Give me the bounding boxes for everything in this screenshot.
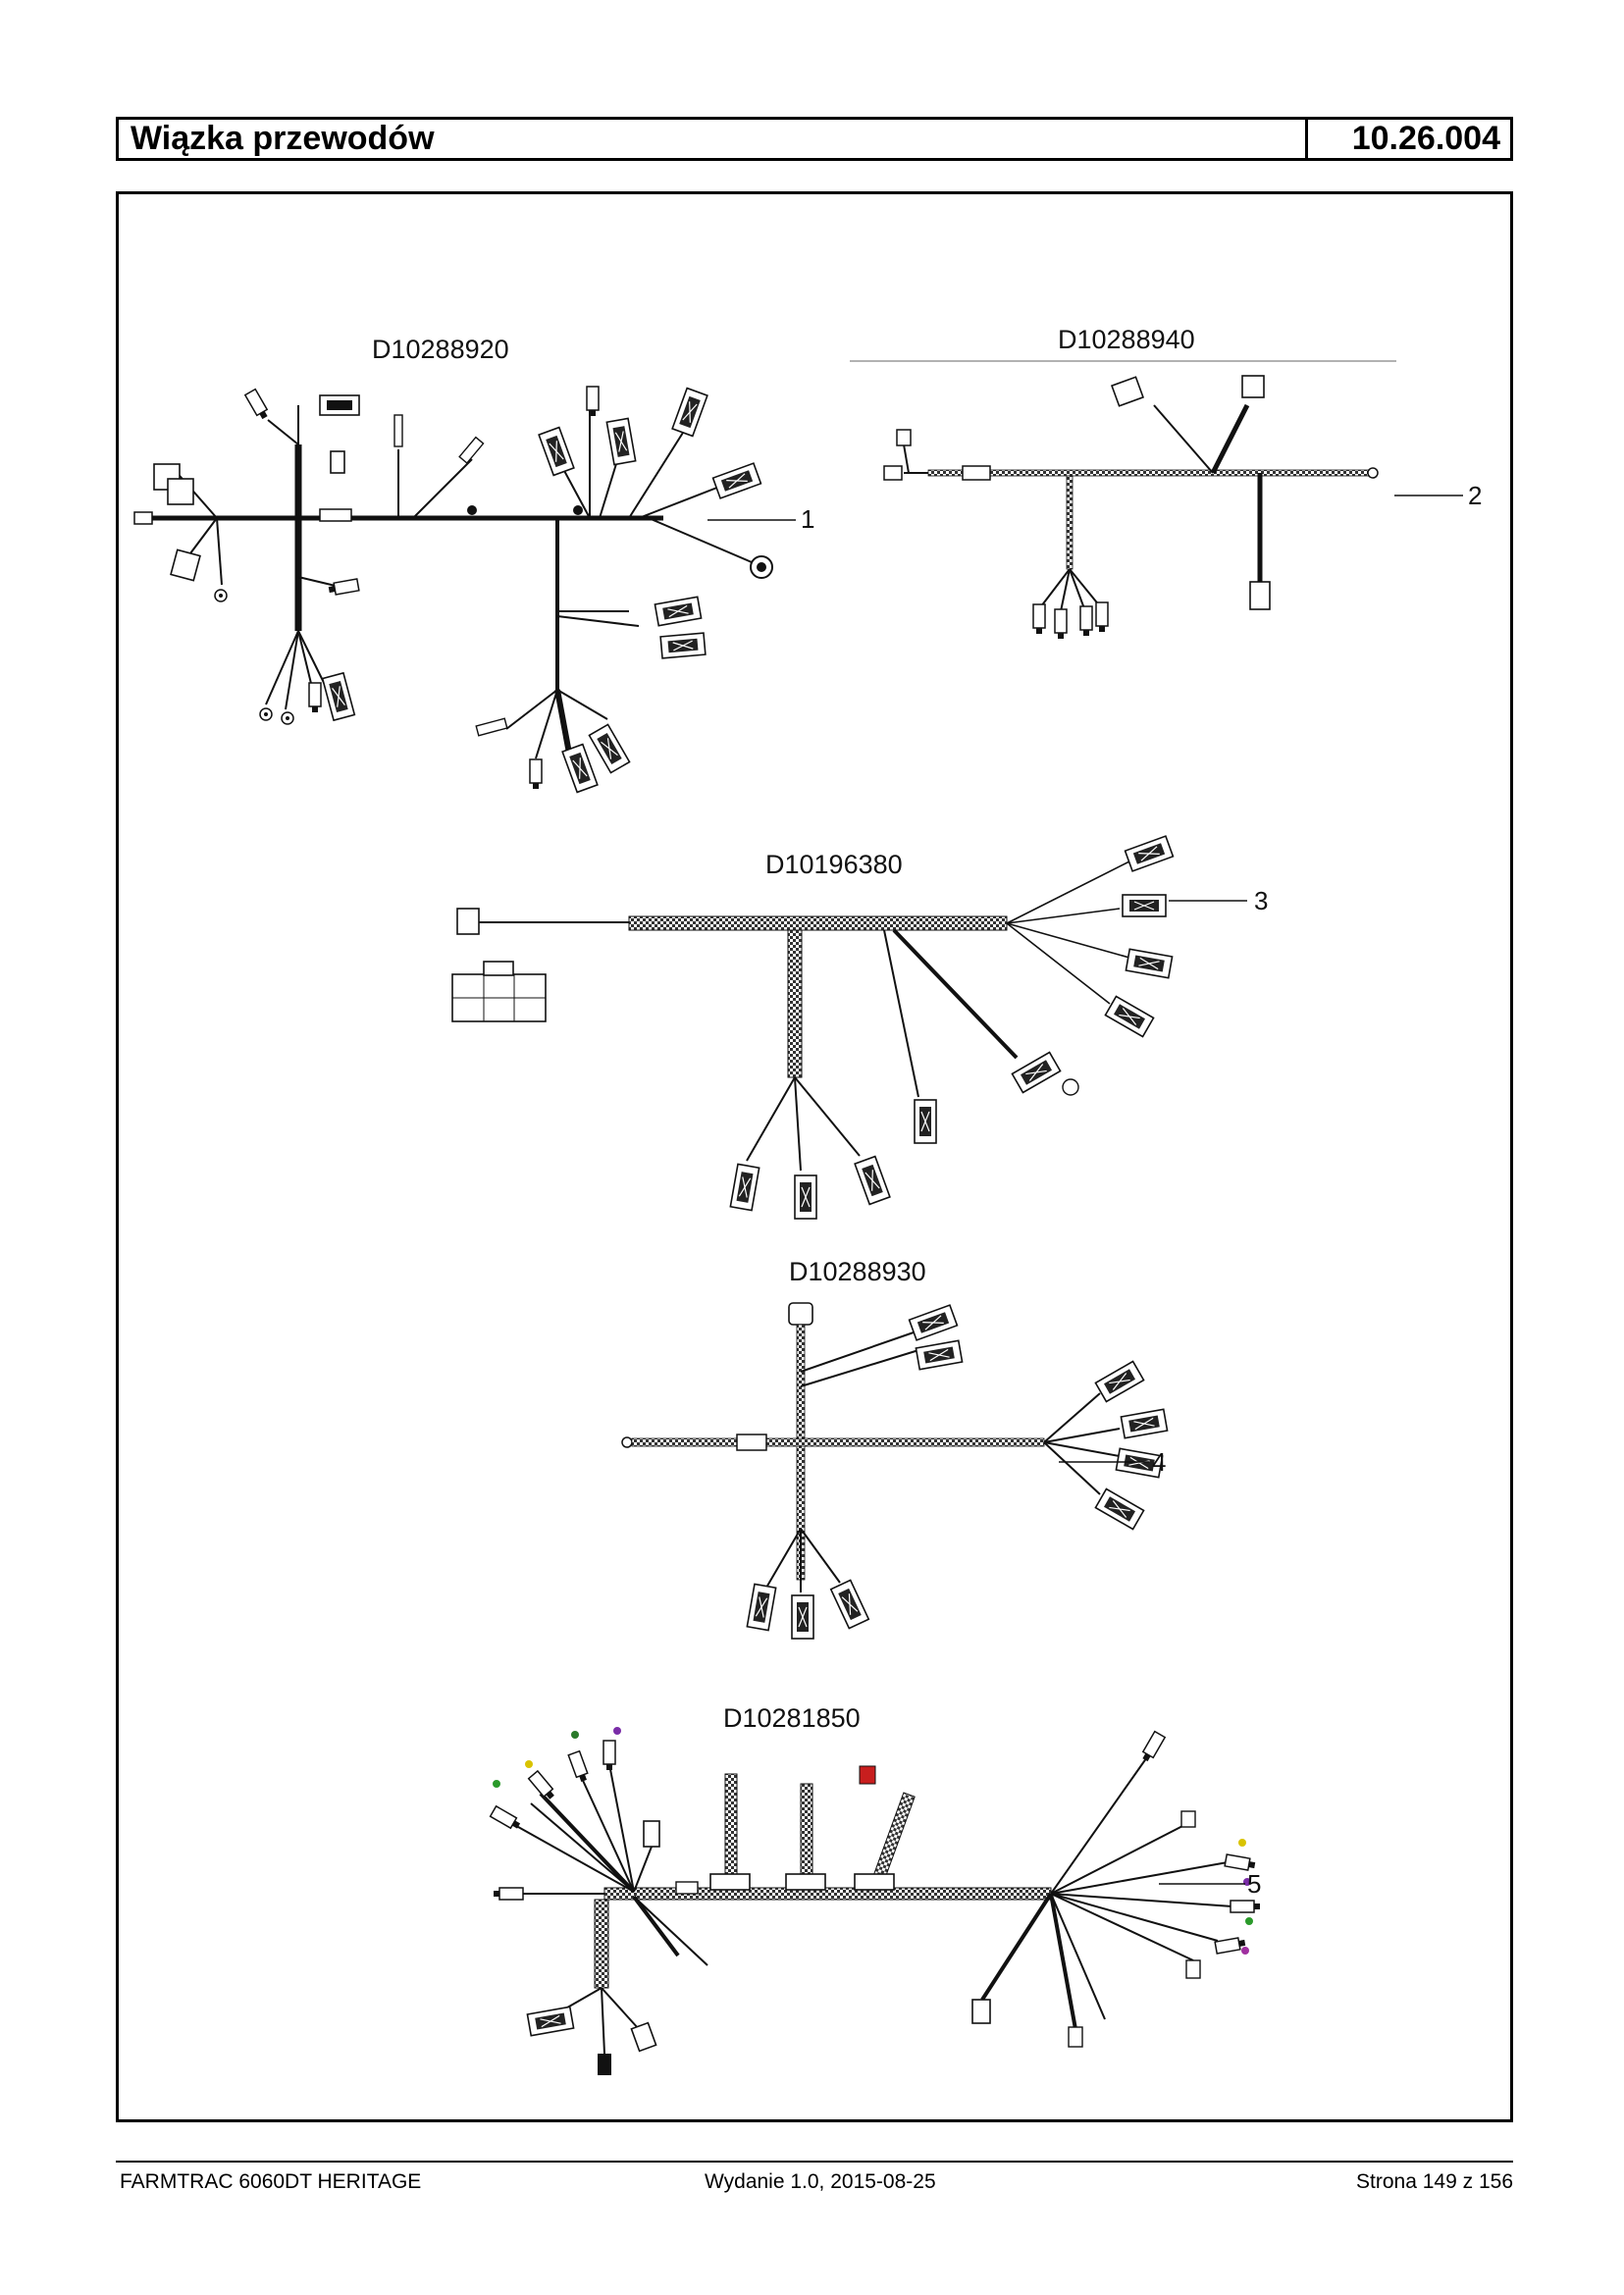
callout-1: 1	[801, 504, 814, 534]
diagram-5-label: D10281850	[723, 1703, 861, 1733]
diagram-1-label: D10288920	[372, 335, 509, 364]
wiring-harness-drawing: D10288920	[133, 325, 1482, 2075]
diagram-2-label: D10288940	[1058, 325, 1195, 354]
footer-divider	[116, 2161, 1513, 2163]
callout-3: 3	[1254, 886, 1268, 915]
diagram-4-label: D10288930	[789, 1257, 926, 1286]
callout-4: 4	[1152, 1447, 1166, 1477]
footer-page: Strona 149 z 156	[1356, 2170, 1513, 2193]
diagram-1: D10288920	[133, 335, 814, 794]
callout-2: 2	[1468, 481, 1482, 510]
footer-edition: Wydanie 1.0, 2015-08-25	[705, 2170, 936, 2193]
diagram-3-label: D10196380	[765, 850, 903, 879]
page-header: Wiązka przewodów 10.26.004	[116, 117, 1513, 161]
diagram-4: D10288930	[621, 1257, 1169, 1640]
callout-5: 5	[1247, 1869, 1261, 1899]
diagram-5: D10281850	[489, 1703, 1261, 2075]
diagram-3: D10196380	[451, 835, 1268, 1220]
diagram-2: D10288940	[850, 325, 1482, 640]
diagram-frame: D10288920	[116, 191, 1513, 2122]
section-code: 10.26.004	[1351, 120, 1500, 157]
page-title: Wiązka przewodów	[119, 120, 1308, 158]
footer-model: FARMTRAC 6060DT HERITAGE	[120, 2170, 422, 2193]
